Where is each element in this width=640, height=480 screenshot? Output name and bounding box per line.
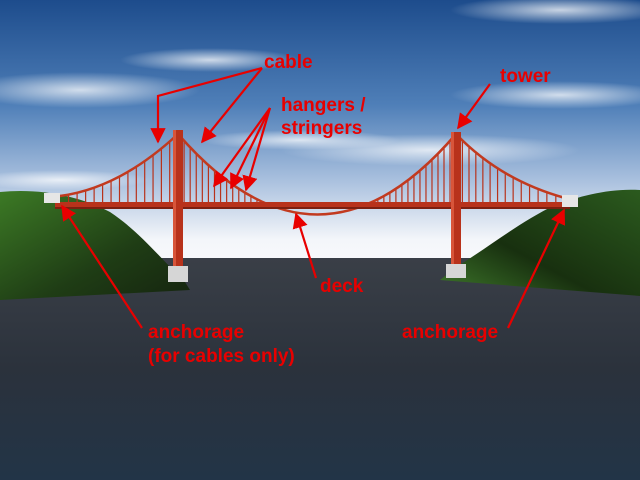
anchorage-left-label-line2: (for cables only) bbox=[148, 346, 295, 367]
water bbox=[0, 258, 640, 480]
right-tower bbox=[446, 132, 466, 278]
bridge bbox=[44, 130, 578, 282]
cable-label: cable bbox=[264, 52, 313, 73]
deck-truss bbox=[55, 207, 570, 209]
deck-arrow bbox=[292, 212, 318, 279]
right-anchorage-block bbox=[562, 195, 578, 207]
tower-label: tower bbox=[500, 66, 551, 87]
left-hill bbox=[0, 190, 190, 300]
main-cable bbox=[59, 132, 566, 216]
hangers-label-line2: stringers bbox=[281, 118, 363, 139]
left-tower bbox=[168, 130, 188, 282]
hangers-label-line1: hangers / bbox=[281, 95, 366, 116]
cable-arrow-left bbox=[150, 66, 263, 144]
deck bbox=[55, 202, 570, 208]
anchorage-left-arrow bbox=[61, 204, 143, 329]
anchorage-right-arrow bbox=[507, 208, 566, 329]
hanger-arrow-2 bbox=[230, 107, 271, 190]
anchorage-left-label-line1: anchorage bbox=[148, 322, 245, 343]
right-hill bbox=[440, 189, 640, 296]
anchorage-right-label: anchorage bbox=[402, 322, 499, 343]
hanger-arrow-3 bbox=[242, 107, 272, 192]
annotation-arrows bbox=[61, 66, 566, 329]
tower-arrow bbox=[457, 83, 491, 130]
deck-label: deck bbox=[320, 276, 364, 297]
cable-arrow-right bbox=[201, 67, 263, 144]
left-anchorage-block bbox=[44, 193, 60, 203]
hanger-arrow-1 bbox=[213, 107, 271, 188]
